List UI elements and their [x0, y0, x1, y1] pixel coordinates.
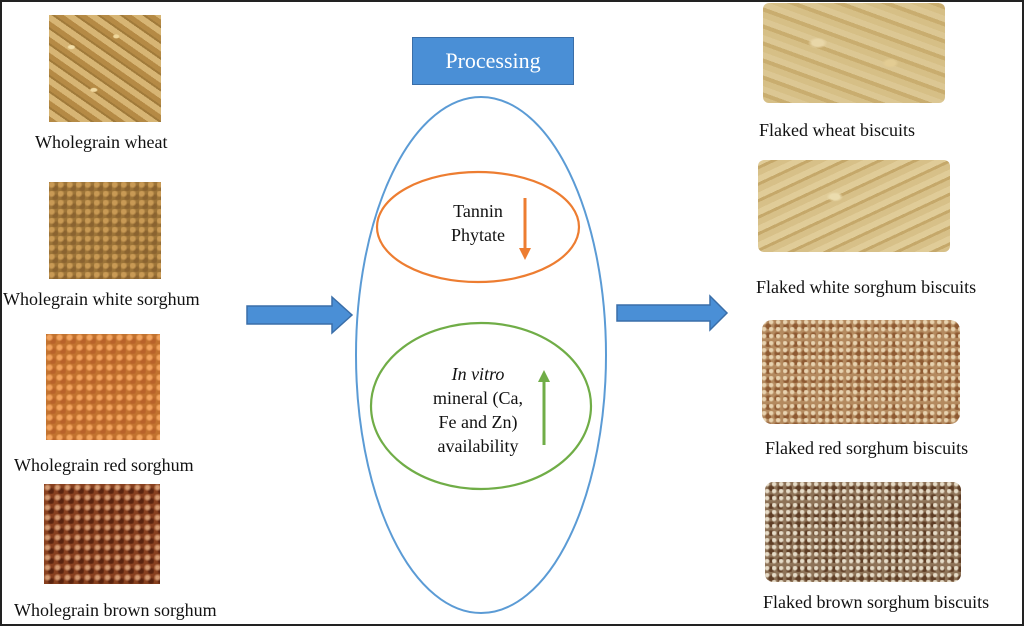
- decrease-text: Tannin Phytate: [438, 199, 518, 247]
- input-arrow-icon: [246, 295, 354, 335]
- tannin-label: Tannin: [453, 201, 503, 221]
- output-label-brown-sorghum: Flaked brown sorghum biscuits: [763, 592, 990, 612]
- flaked-white-sorghum-biscuit-photo: [758, 160, 950, 252]
- input-label-wheat: Wholegrain wheat: [35, 132, 168, 152]
- phytate-label: Phytate: [451, 225, 505, 245]
- wholegrain-red-sorghum-photo: [46, 334, 160, 440]
- fe-zn-label: Fe and Zn): [438, 412, 518, 432]
- input-label-red-sorghum: Wholegrain red sorghum: [14, 455, 194, 475]
- mineral-label: mineral (Ca,: [433, 388, 523, 408]
- output-arrow-icon: [616, 294, 729, 332]
- input-label-brown-sorghum: Wholegrain brown sorghum: [14, 600, 217, 620]
- availability-label: availability: [437, 436, 519, 456]
- flaked-brown-sorghum-biscuit-photo: [765, 482, 961, 582]
- in-vitro-label: In vitro: [451, 364, 505, 384]
- increase-arrow-icon: [538, 370, 550, 445]
- output-label-white-sorghum: Flaked white sorghum biscuits: [756, 277, 977, 297]
- decrease-arrow-icon: [519, 198, 531, 260]
- wholegrain-wheat-photo: [49, 15, 161, 122]
- output-label-red-sorghum: Flaked red sorghum biscuits: [765, 438, 969, 458]
- flaked-wheat-biscuit-photo: [763, 3, 945, 103]
- process-container-ellipse: [355, 96, 607, 614]
- processing-title-box: Processing: [412, 37, 574, 85]
- increase-ellipse: [369, 321, 593, 491]
- decrease-ellipse: [375, 170, 581, 284]
- increase-text: In vitro mineral (Ca, Fe and Zn) availab…: [418, 362, 538, 458]
- output-label-wheat: Flaked wheat biscuits: [759, 120, 915, 140]
- flaked-red-sorghum-biscuit-photo: [762, 320, 960, 424]
- wholegrain-brown-sorghum-photo: [44, 484, 160, 584]
- input-label-white-sorghum: Wholegrain white sorghum: [3, 289, 200, 309]
- wholegrain-white-sorghum-photo: [49, 182, 161, 279]
